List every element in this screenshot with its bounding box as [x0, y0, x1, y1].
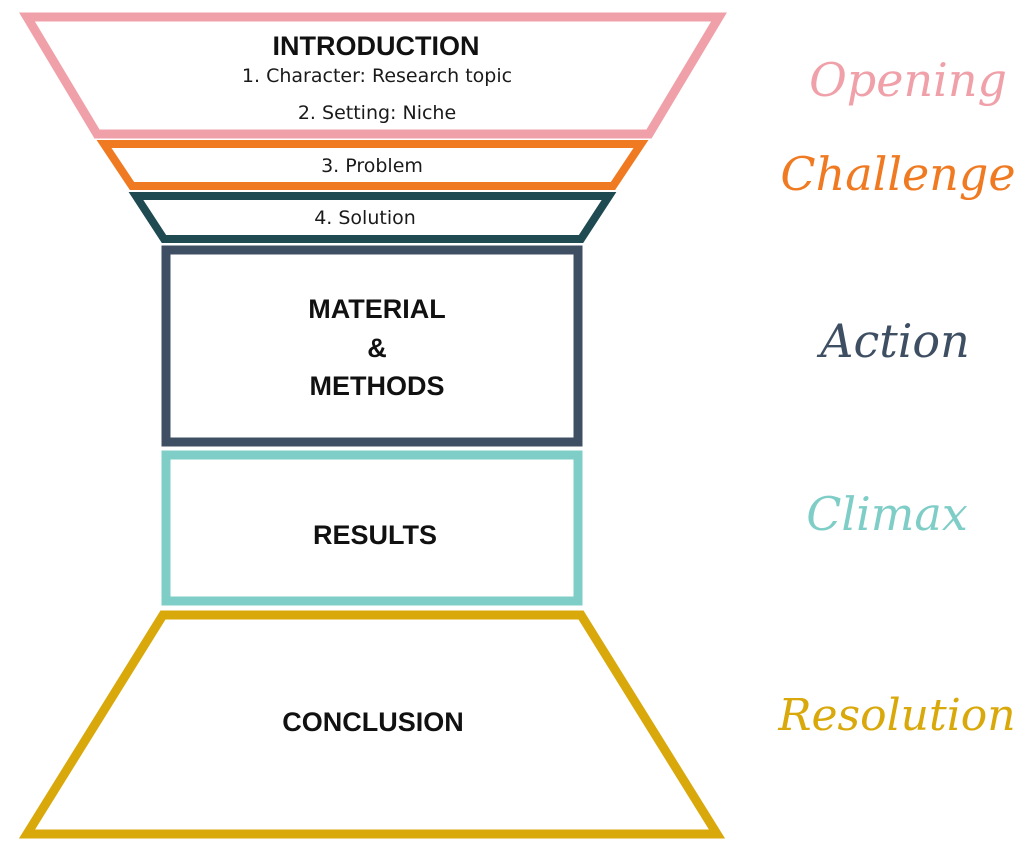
- conclusion-shape: [18, 610, 726, 839]
- solution-label: 4. Solution: [314, 207, 416, 229]
- stage-label-action: Action: [816, 314, 970, 368]
- results-shape: [161, 450, 583, 606]
- introduction-title: INTRODUCTION: [273, 31, 480, 61]
- stage-label-opening: Opening: [809, 53, 1007, 107]
- stage-label-climax: Climax: [806, 487, 968, 541]
- conclusion-title: CONCLUSION: [282, 707, 464, 737]
- stage-label-resolution: Resolution: [777, 690, 1015, 741]
- results-title: RESULTS: [313, 520, 437, 550]
- solution-shape: [128, 192, 617, 243]
- methods-title-line-3: METHODS: [310, 371, 445, 401]
- methods-title-line-1: MATERIAL: [308, 294, 445, 324]
- problem-shape: [96, 140, 649, 190]
- methods-title-line-2: &: [367, 333, 387, 363]
- introduction-item-setting: 2. Setting: Niche: [298, 102, 456, 124]
- stage-label-challenge: Challenge: [780, 147, 1015, 201]
- methods-shape: [161, 245, 583, 447]
- introduction-item-character: 1. Character: Research topic: [242, 65, 512, 87]
- problem-label: 3. Problem: [321, 155, 423, 177]
- introduction-shape: [19, 12, 727, 139]
